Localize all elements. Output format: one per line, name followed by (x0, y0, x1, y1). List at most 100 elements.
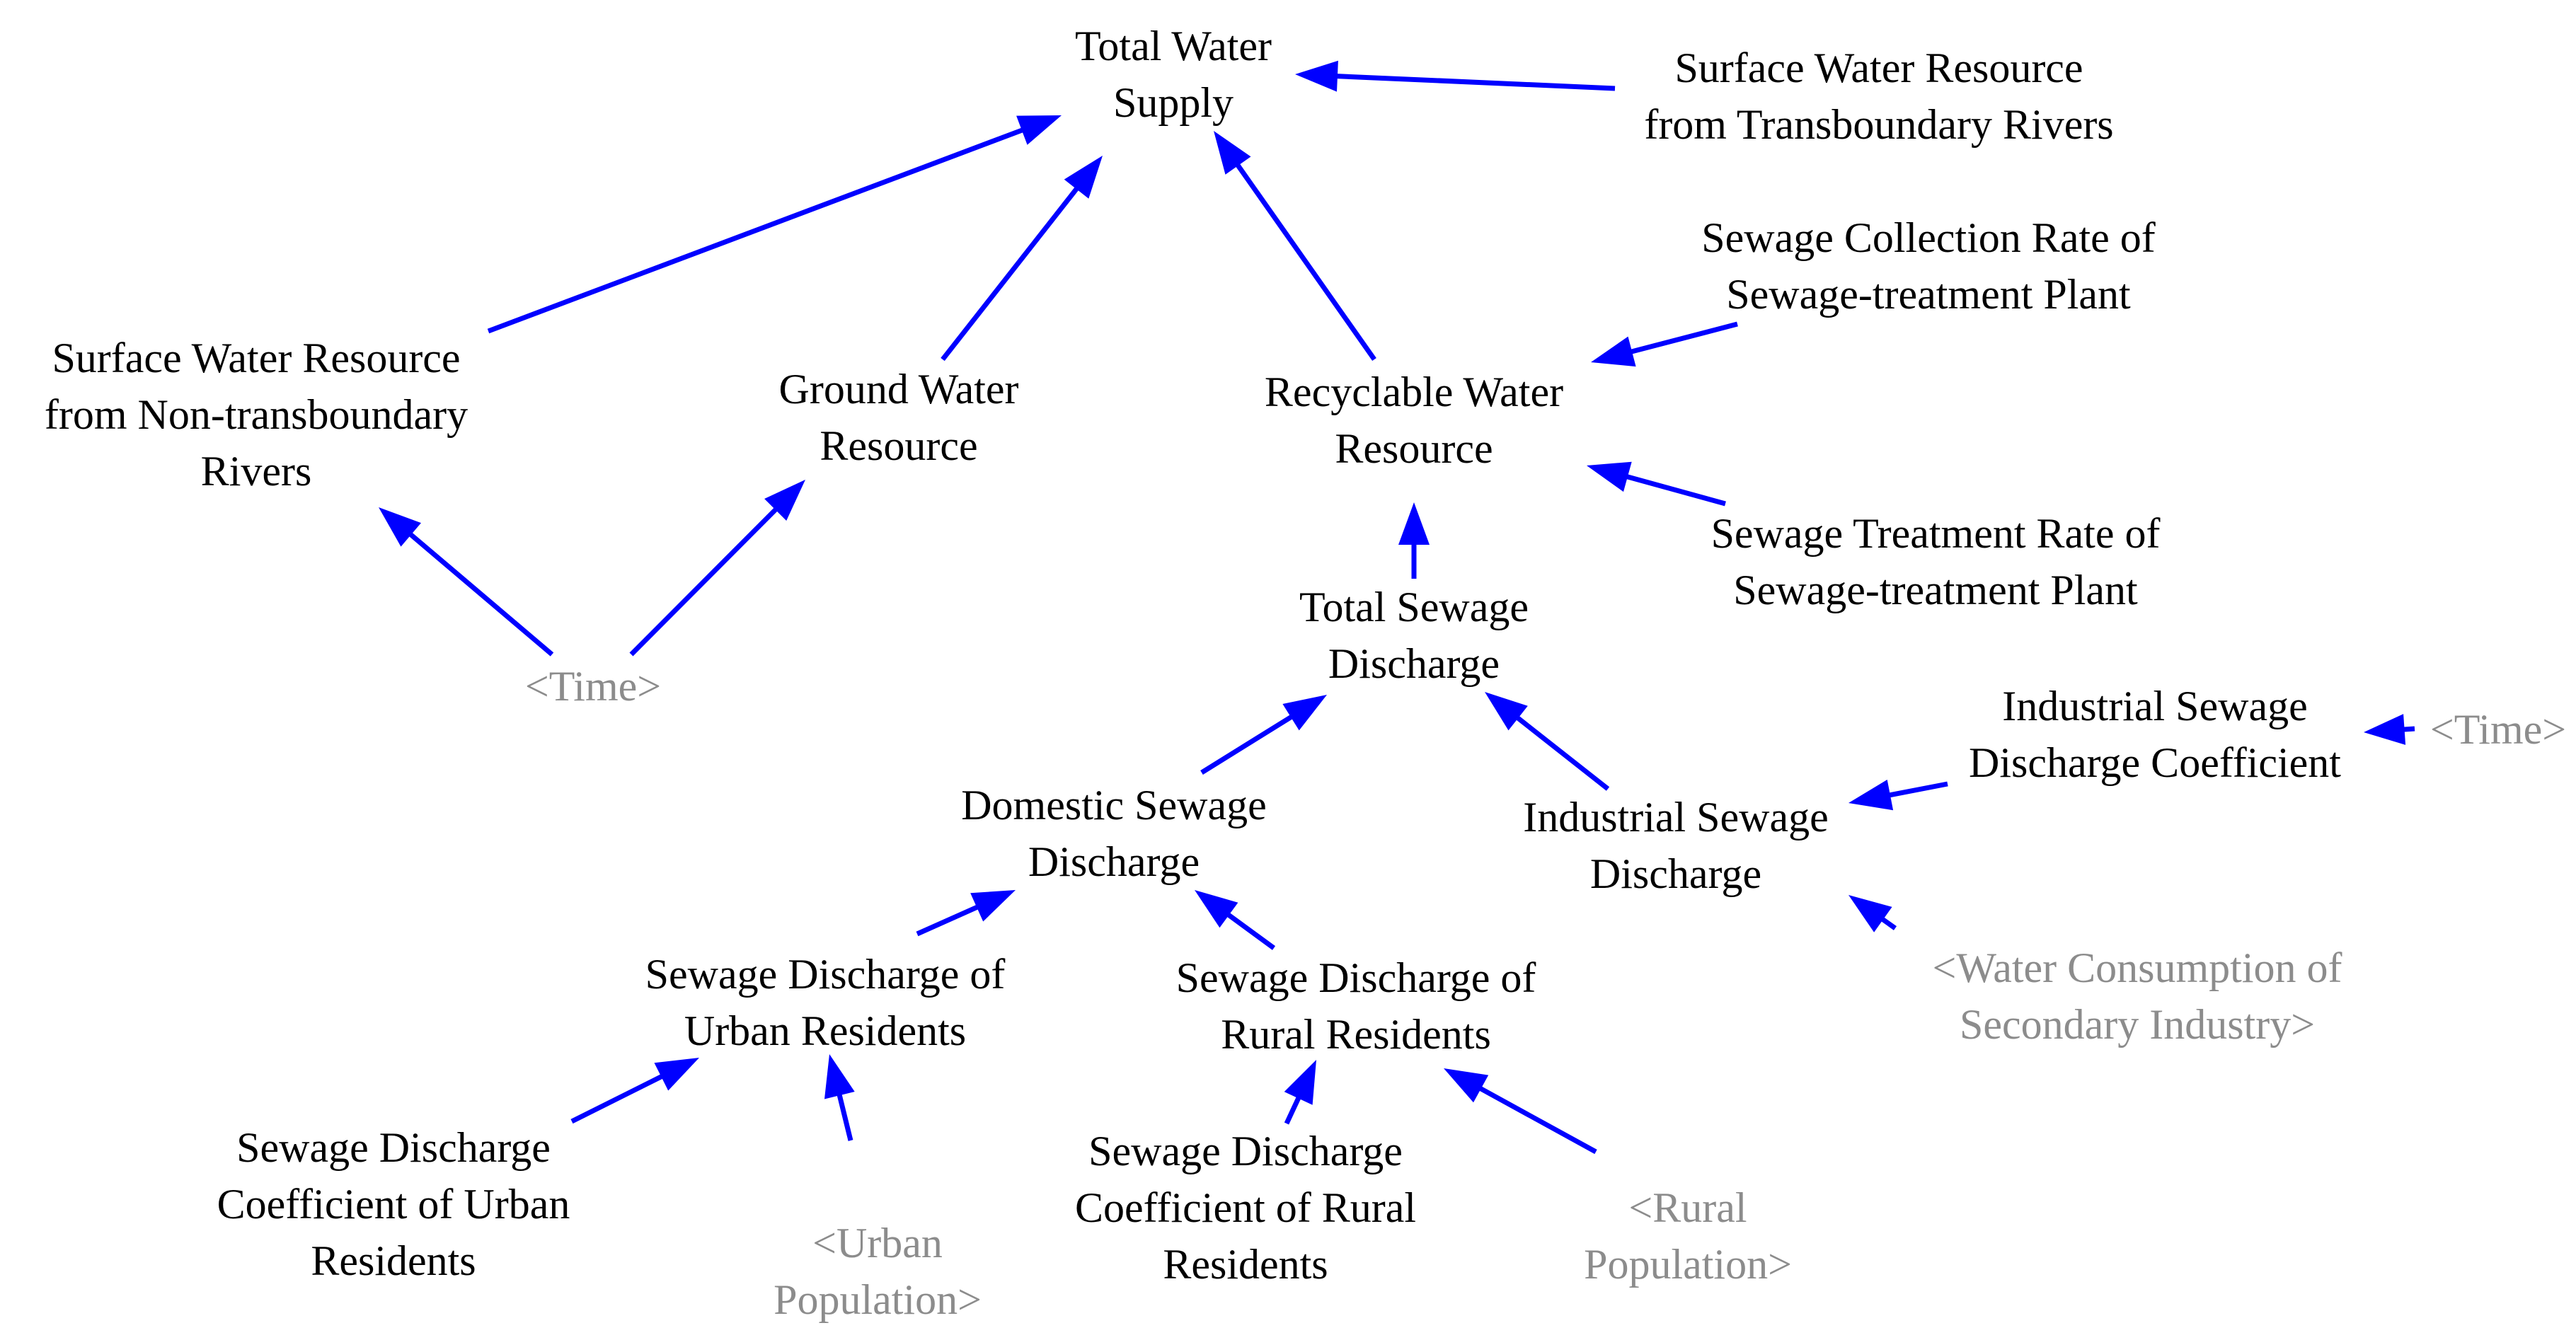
link-urban-population-to-urban-sewage (824, 1054, 855, 1141)
link-domestic-to-total-sewage (1200, 695, 1327, 775)
arrowhead-icon (1591, 336, 1636, 367)
link-time-to-ground-water (629, 480, 805, 657)
arrowhead-icon (1848, 780, 1894, 811)
arrow-shaft (1887, 781, 1948, 798)
node-label-line: Population> (774, 1276, 982, 1323)
arrowhead-icon (1282, 695, 1327, 731)
node-label-line: from Non-transboundary (44, 391, 468, 438)
arrowhead-icon (824, 1054, 855, 1099)
link-industrial-to-total-sewage (1485, 692, 1610, 791)
arrowhead-icon (1284, 1060, 1316, 1105)
link-recyclable-to-supply (1214, 131, 1376, 362)
link-water-consumption-to-industrial (1848, 895, 1897, 932)
arrowhead-icon (1398, 502, 1430, 545)
arrow-shaft (916, 903, 981, 937)
arrow-shaft (1879, 916, 1897, 930)
node-label-line: Discharge (1328, 640, 1500, 687)
link-total-sewage-to-recyclable (1398, 502, 1430, 579)
node-label-line: Rivers (200, 448, 312, 495)
link-treatment-rate-to-recyclable (1587, 461, 1726, 507)
node-label-line: Sewage Collection Rate of (1701, 214, 2156, 261)
arrow-shaft (1624, 473, 1726, 507)
arrow-shaft (407, 531, 554, 657)
node-label-line: Resource (1335, 425, 1493, 472)
link-ground-water-to-supply (941, 156, 1103, 362)
node-label-line: Resource (820, 422, 978, 469)
arrow-shaft (1225, 911, 1276, 950)
arrowhead-icon (1848, 895, 1892, 932)
arrow-shaft (629, 506, 779, 657)
node-label-line: Sewage-treatment Plant (1726, 271, 2131, 318)
arrowhead-icon (1444, 1068, 1489, 1103)
node-label-line: Residents (311, 1237, 476, 1284)
link-coefficient-rural-to-rural-sewage (1284, 1060, 1316, 1125)
node-label-line: Discharge (1028, 838, 1200, 885)
node-water-consumption-secondary-industry: <Water Consumption of Secondary Industry> (1933, 940, 2342, 1053)
node-label-line: <Urban (812, 1220, 943, 1266)
arrow-shaft (836, 1092, 853, 1141)
arrow-shaft (487, 127, 1025, 334)
arrow-shaft (1284, 1094, 1302, 1125)
node-time-right: <Time> (2430, 701, 2566, 758)
node-label-line: Industrial Sewage (1523, 794, 1829, 841)
node-label-line: Secondary Industry> (1959, 1001, 2316, 1048)
arrowhead-icon (2364, 714, 2406, 745)
arrow-shaft (1234, 161, 1376, 362)
node-surface-water-non-transboundary: Surface Water Resource from Non-transboun… (45, 330, 468, 499)
node-label-line: from Transboundary Rivers (1644, 101, 2114, 148)
node-label-line: Residents (1163, 1241, 1328, 1288)
node-label-line: Total Water (1074, 23, 1272, 69)
link-time-right-to-coefficient (2364, 714, 2415, 745)
arrowhead-icon (654, 1058, 699, 1091)
node-time-left: <Time> (525, 658, 661, 715)
node-label-line: Recyclable Water (1264, 369, 1564, 415)
node-sewage-treatment-rate: Sewage Treatment Rate of Sewage-treatment… (1711, 505, 2161, 618)
arrow-shaft (570, 1073, 665, 1124)
node-label-line: Ground Water (778, 366, 1019, 412)
arrow-shaft (1334, 73, 1616, 91)
arrowhead-icon (1485, 692, 1528, 731)
node-label-line: Sewage Treatment Rate of (1710, 510, 2161, 557)
arrow-shaft (1628, 321, 1738, 355)
node-label-line: <Rural (1628, 1184, 1747, 1231)
node-label-line: Urban Residents (684, 1007, 967, 1054)
arrow-shaft (1200, 713, 1295, 775)
link-coefficient-urban-to-urban-sewage (570, 1058, 699, 1124)
node-label-line: Coefficient of Urban (217, 1181, 570, 1228)
arrowhead-icon (1295, 60, 1338, 92)
arrowhead-icon (1195, 890, 1238, 928)
arrow-shaft (941, 185, 1081, 362)
link-rural-sewage-to-domestic (1195, 890, 1276, 950)
link-coefficient-to-industrial (1848, 780, 1948, 811)
node-label-line: Discharge Coefficient (1969, 739, 2341, 786)
node-label-line: Coefficient of Rural (1074, 1184, 1417, 1231)
node-label-line: <Time> (524, 663, 662, 710)
arrow-shaft (1514, 714, 1610, 791)
node-label-line: Supply (1112, 79, 1234, 126)
node-label-line: Surface Water Resource (1674, 45, 2083, 91)
node-label-line: Domestic Sewage (961, 782, 1267, 828)
node-label-line: Sewage-treatment Plant (1733, 567, 2138, 613)
node-label-line: <Time> (2430, 706, 2567, 753)
node-label-line: Total Sewage (1299, 584, 1529, 630)
node-label-line: Sewage Discharge (236, 1124, 551, 1171)
link-urban-sewage-to-domestic (916, 890, 1016, 937)
link-rural-population-to-rural-sewage (1444, 1068, 1597, 1155)
node-label-line: <Water Consumption of (1932, 945, 2342, 991)
link-time-to-non-transboundary (379, 507, 554, 657)
node-sewage-collection-rate: Sewage Collection Rate of Sewage-treatmen… (1701, 209, 2155, 323)
node-label-line: Surface Water Resource (52, 335, 461, 381)
arrowhead-icon (379, 507, 421, 547)
